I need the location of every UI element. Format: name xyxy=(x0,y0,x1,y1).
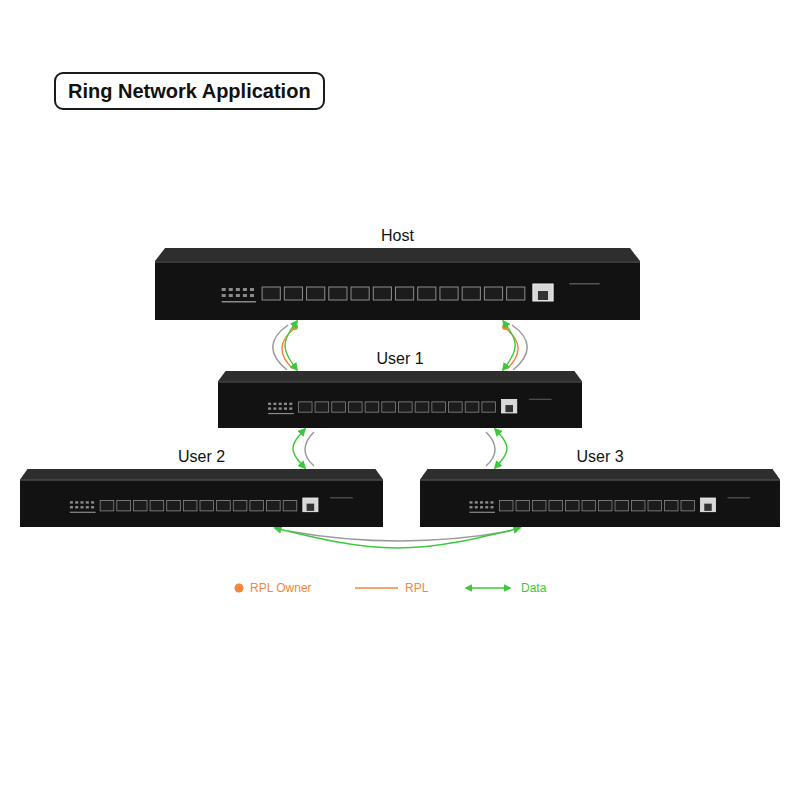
switch-device: User 3 xyxy=(420,469,780,527)
switch-body xyxy=(20,469,383,527)
legend-swatch xyxy=(235,584,244,593)
legend-text: RPL xyxy=(405,581,428,595)
switch-device: User 1 xyxy=(218,371,582,428)
diagram-title: Ring Network Application xyxy=(54,72,325,110)
device-label: User 1 xyxy=(374,350,425,367)
switch-device: User 2 xyxy=(20,469,383,527)
data-link xyxy=(285,321,297,370)
grey-link xyxy=(305,432,314,466)
switch-illustration xyxy=(20,469,383,527)
device-label-row: User 3 xyxy=(380,447,800,466)
data-link xyxy=(293,429,305,468)
device-label-row: User 2 xyxy=(0,447,423,466)
legend-text: RPL Owner xyxy=(250,581,312,595)
switch-illustration xyxy=(420,469,780,527)
device-label-row: Host xyxy=(115,226,680,245)
switch-illustration xyxy=(155,248,640,320)
legend-data-sample xyxy=(466,587,510,588)
switch-device: Host xyxy=(155,248,640,320)
grey-link xyxy=(288,531,510,541)
device-label: Host xyxy=(379,227,416,244)
grey-link xyxy=(486,432,495,466)
switch-illustration xyxy=(218,371,582,428)
switch-body xyxy=(420,469,780,527)
legend-rpl-sample xyxy=(355,587,398,589)
data-link xyxy=(495,429,507,468)
switch-body xyxy=(218,371,582,428)
device-label: User 2 xyxy=(176,448,227,465)
legend-text: Data xyxy=(521,581,546,595)
switch-body xyxy=(155,248,640,320)
device-label: User 3 xyxy=(574,448,625,465)
data-link xyxy=(275,528,520,548)
data-link xyxy=(503,321,515,370)
device-label-row: User 1 xyxy=(178,349,622,368)
